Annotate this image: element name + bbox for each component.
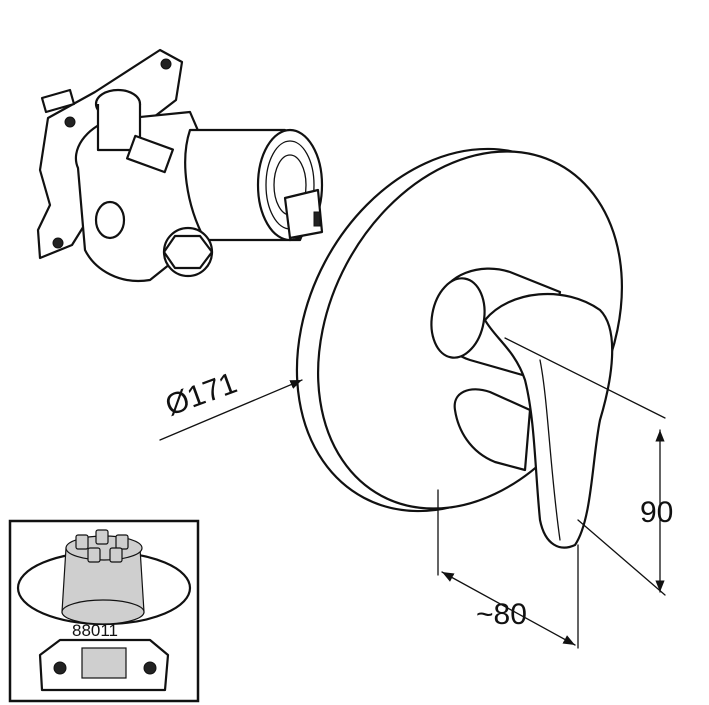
diameter-label: Ø171 — [161, 366, 241, 422]
inset-part-number: 88011 — [72, 621, 118, 640]
lever-handle — [430, 267, 614, 549]
dimension-height: 90 — [504, 337, 673, 596]
valve-body-illustration — [36, 48, 324, 283]
inset-box: 88011 — [8, 519, 200, 703]
height-label: 90 — [640, 496, 673, 529]
dimension-depth: ~80 — [437, 489, 579, 649]
dimension-diameter: Ø171 — [159, 366, 303, 441]
depth-label: ~80 — [476, 598, 527, 631]
